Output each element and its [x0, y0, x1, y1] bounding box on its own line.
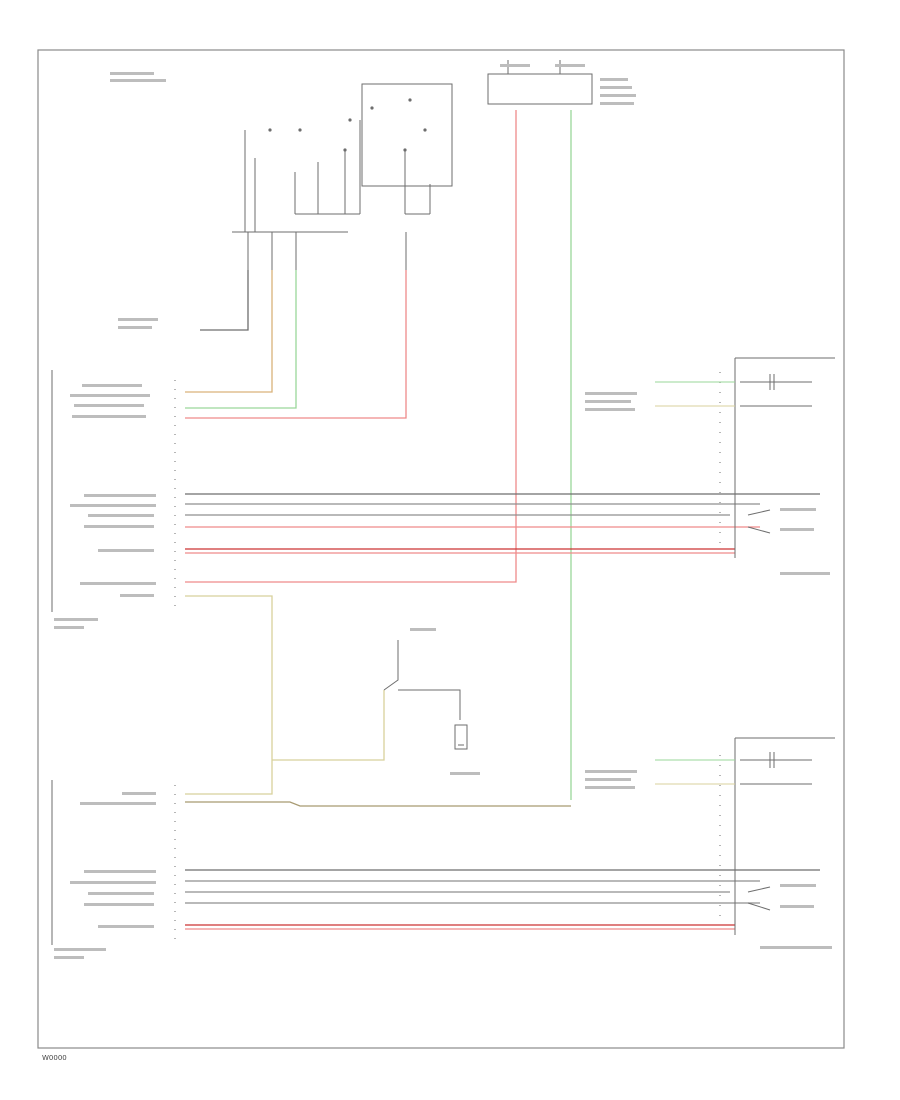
diagram-frame — [37, 49, 845, 1049]
upper-bus — [185, 493, 820, 554]
right-module-upper — [655, 357, 835, 558]
top-switch-assembly — [232, 83, 453, 270]
right-module-lower — [655, 737, 835, 935]
wire-set — [185, 110, 572, 807]
lower-bus — [185, 869, 820, 930]
top-switch-contacts — [268, 98, 427, 152]
mid-component — [383, 640, 468, 750]
faint-label-marks — [54, 64, 832, 959]
footer-code: W0000 — [42, 1054, 67, 1062]
left-module-brackets — [51, 370, 176, 945]
